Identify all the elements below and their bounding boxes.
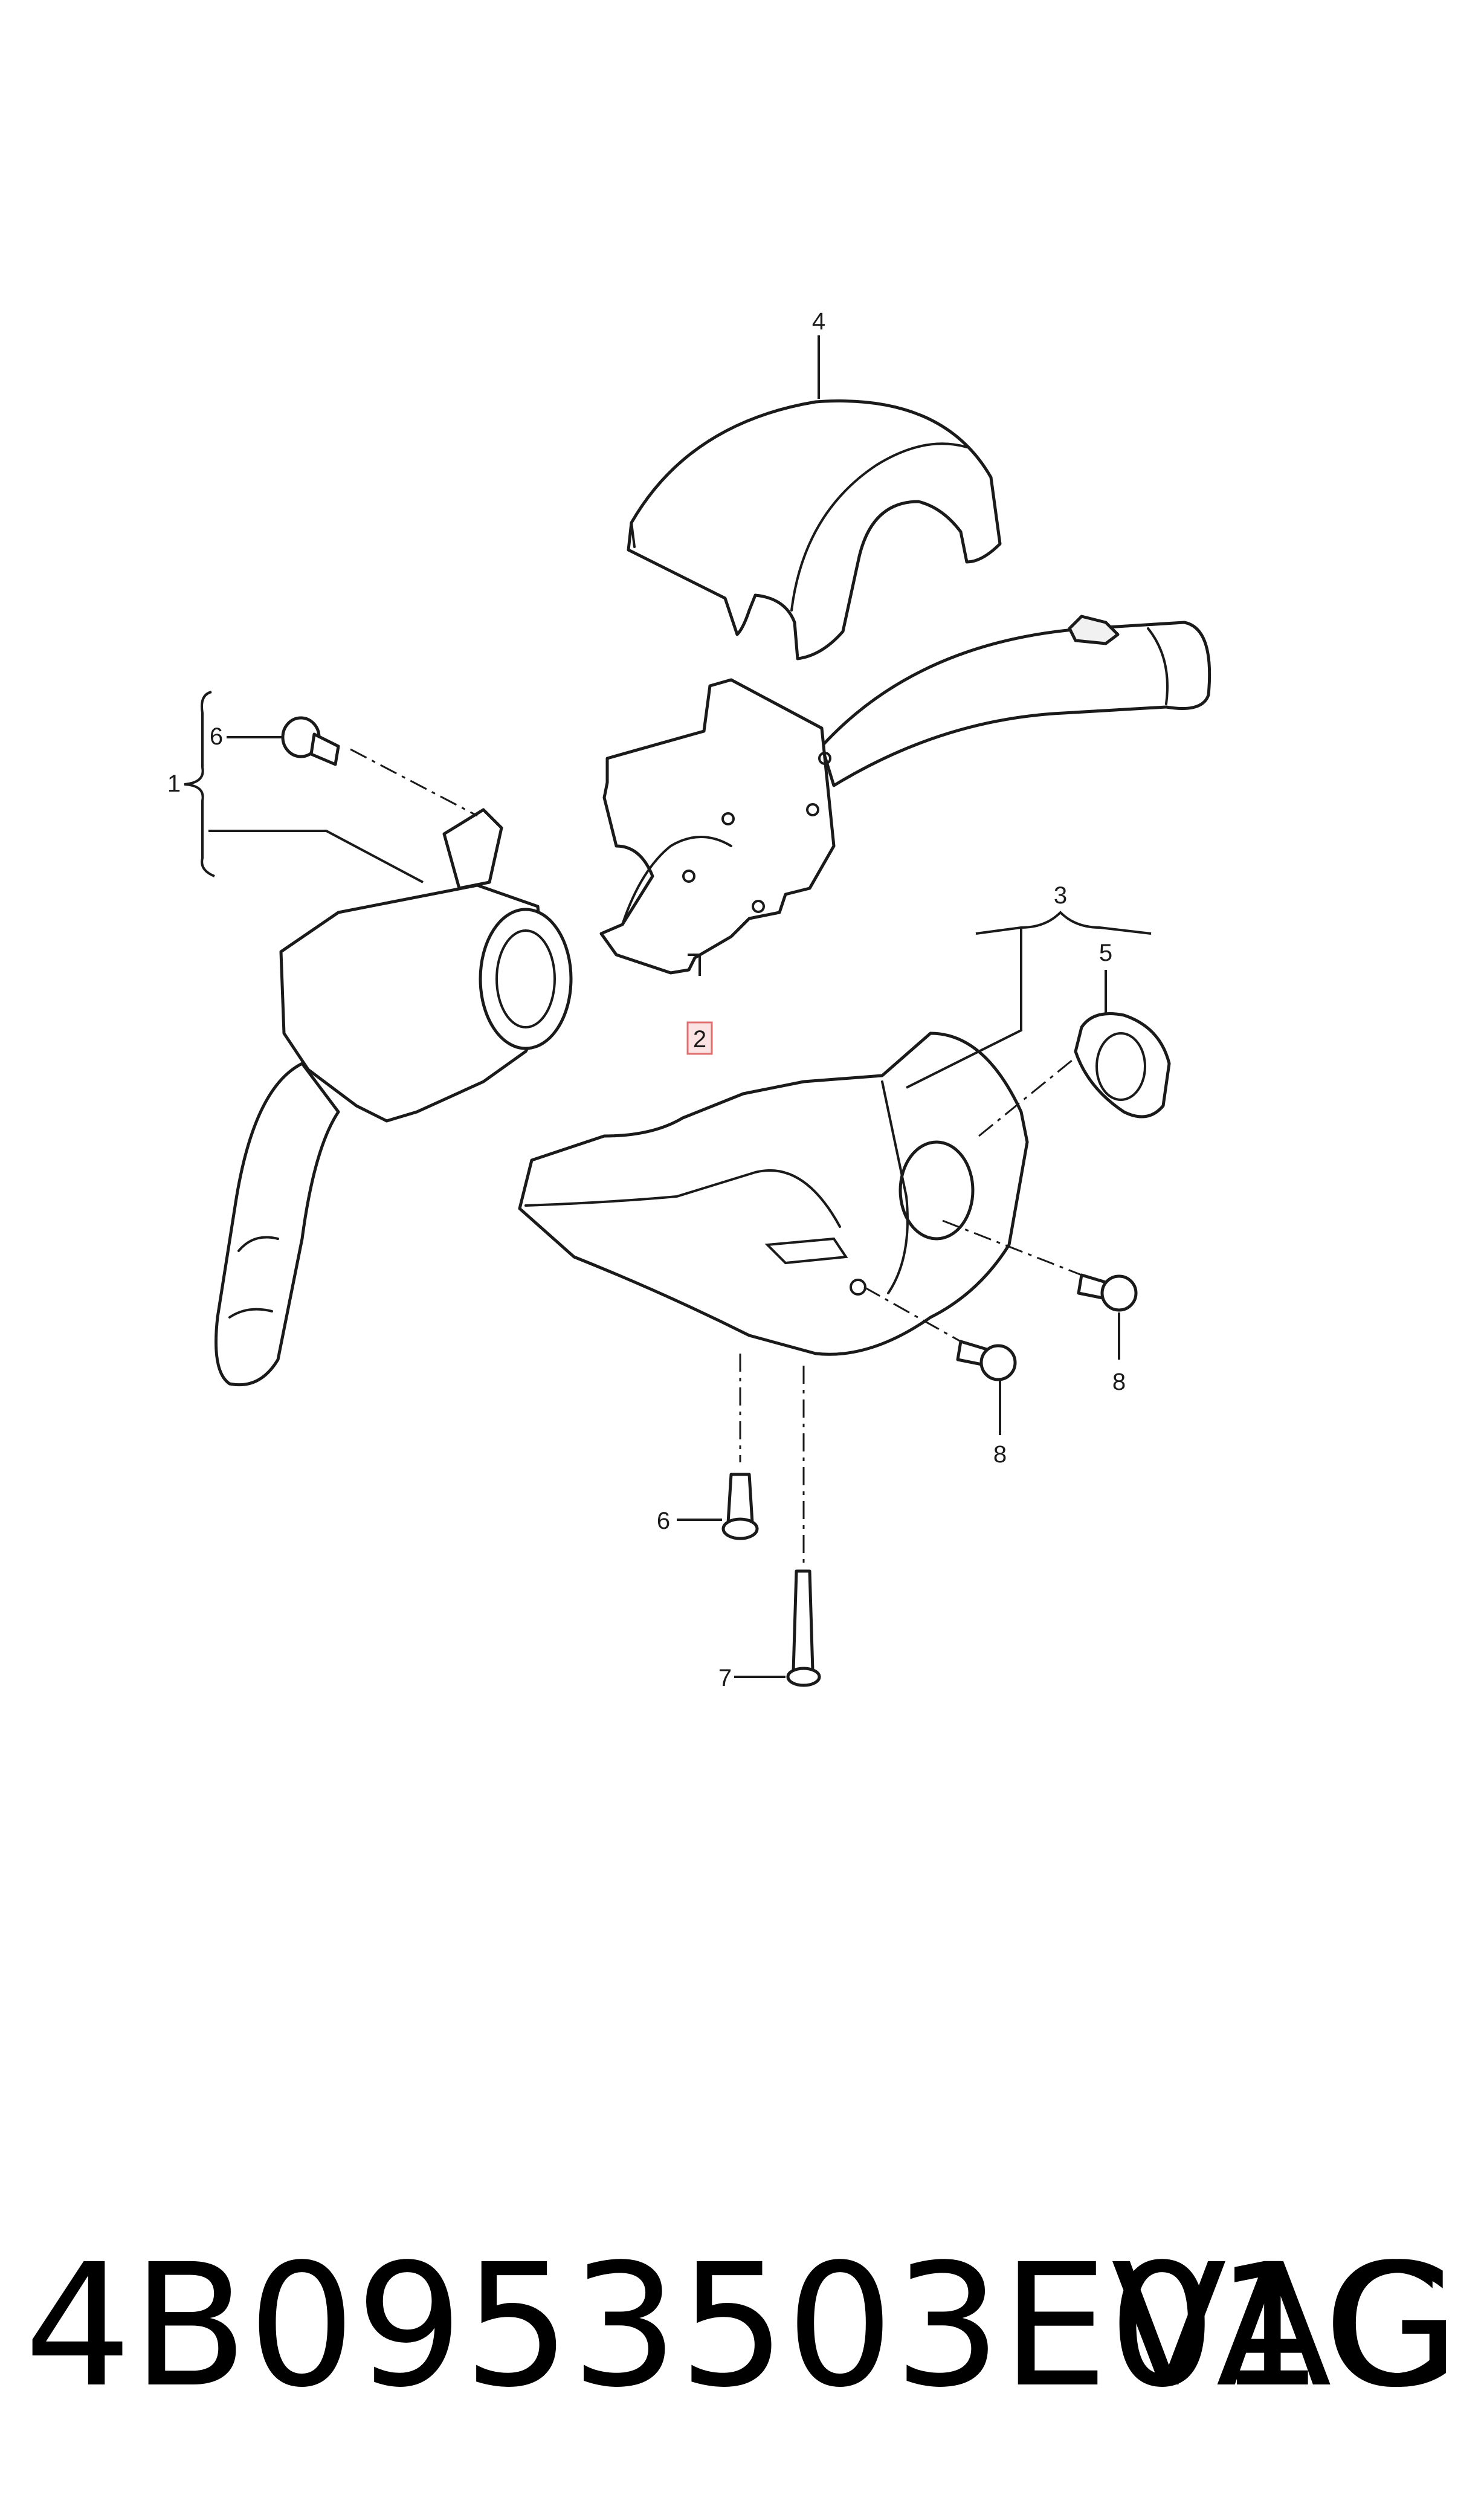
callout-label-7: 7: [718, 1665, 732, 1691]
leader-lines: [184, 335, 1152, 1678]
part-number: 4B0953503E01C: [24, 2228, 1442, 2425]
callout-labels: 4 6 1 2 3 5 8 8 6 7: [167, 308, 1126, 1691]
upper-column-trim-part-4[interactable]: [627, 399, 1002, 660]
turn-signal-switch-part-1[interactable]: [215, 808, 573, 1387]
callout-label-1: 1: [167, 770, 181, 797]
cap-part-5[interactable]: [1074, 1012, 1171, 1119]
bolt-part-6-lower[interactable]: [721, 1473, 759, 1540]
callout-highlight-box-2: [686, 1021, 713, 1055]
callout-label-6-upper: 6: [210, 723, 223, 750]
wiper-switch-part-2[interactable]: [599, 615, 1211, 975]
screw-part-8-middle[interactable]: [956, 1340, 1017, 1381]
callout-label-5: 5: [1099, 940, 1112, 966]
callout-label-8-middle: 8: [993, 1441, 1007, 1468]
screw-part-7[interactable]: [786, 1569, 821, 1687]
brand-name: VAG: [1111, 2228, 1460, 2425]
callout-label-4: 4: [812, 308, 825, 335]
part-number-footer: 4B0953503E01C VAG: [24, 2236, 1460, 2417]
bolt-part-6-upper[interactable]: [281, 716, 340, 766]
callout-label-8-right: 8: [1112, 1369, 1126, 1395]
callout-label-3: 3: [1054, 882, 1067, 909]
callout-label-2: 2: [693, 1026, 706, 1053]
assembly-axes: [350, 748, 1082, 1565]
screw-part-8-right[interactable]: [1077, 1273, 1138, 1312]
callout-label-6-lower: 6: [657, 1508, 670, 1534]
lower-column-trim-part-3[interactable]: [518, 1031, 1029, 1356]
